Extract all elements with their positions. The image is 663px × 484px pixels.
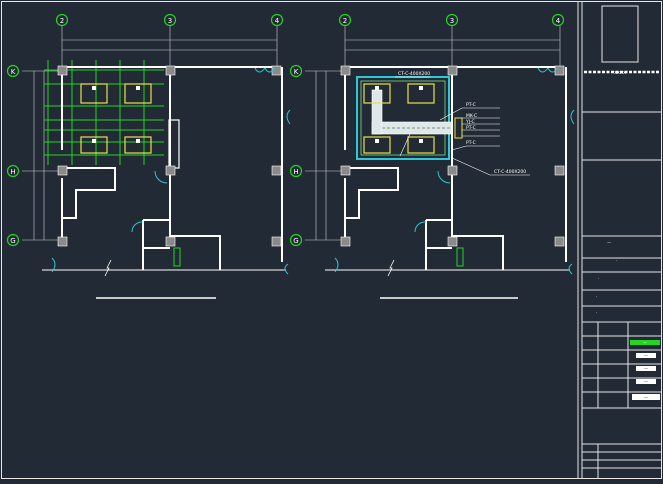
title-block-row-texts: — · · · · xyxy=(596,240,617,315)
svg-text:H: H xyxy=(293,168,298,176)
title-row-text-4: · xyxy=(596,294,597,299)
legend-item-1: — xyxy=(630,340,660,345)
right-floor-plan: CT-C-400X200 CT-C-400X200 PT-C MK-C YJ-C… xyxy=(289,13,575,299)
right-leader-lines xyxy=(395,76,530,176)
axis-bubble-right-row-k: K xyxy=(289,64,303,78)
axis-bubble-left-row-h: H xyxy=(6,164,20,178)
title-block-frame xyxy=(577,2,662,478)
annotation-note-3: YJ-C xyxy=(465,119,475,125)
svg-text:K: K xyxy=(11,68,16,76)
svg-text:3: 3 xyxy=(450,17,454,25)
svg-text:K: K xyxy=(294,68,299,76)
legend-item-5: — xyxy=(632,394,660,400)
right-dimension-lines-top xyxy=(344,26,561,66)
title-row-text-5: · xyxy=(596,310,597,315)
left-dimension-lines-top xyxy=(61,26,278,66)
right-light-centers xyxy=(375,86,423,143)
legend-item-3: — xyxy=(636,366,656,371)
svg-text:H: H xyxy=(10,168,15,176)
duct-label-top: CT-C-400X200 xyxy=(398,71,430,77)
svg-text:4: 4 xyxy=(275,17,280,25)
svg-text:3: 3 xyxy=(168,17,172,25)
left-light-centers xyxy=(92,86,140,143)
left-columns xyxy=(57,65,282,247)
svg-text:4: 4 xyxy=(556,17,561,25)
right-break-mark xyxy=(387,259,395,277)
legend-item-4: — xyxy=(636,379,656,384)
svg-text:—: — xyxy=(643,340,647,345)
axis-bubble-left-col-4: 4 xyxy=(270,13,284,27)
axis-bubble-right-col-4: 4 xyxy=(551,13,565,27)
right-equipment-unit xyxy=(454,117,463,139)
axis-bubble-left-col-3: 3 xyxy=(163,13,177,27)
annotation-note-1: PT-C xyxy=(466,102,476,108)
annotation-note-2: MK-C xyxy=(466,113,477,119)
axis-bubble-right-row-h: H xyxy=(289,164,303,178)
annotation-note-5: PT-C xyxy=(466,140,476,146)
right-small-fixture xyxy=(456,247,464,267)
svg-text:—: — xyxy=(644,366,648,371)
title-row-text-3: · xyxy=(598,276,599,281)
right-axis-bubbles: 2 3 4 K H G xyxy=(289,13,565,247)
title-block: xxxx — · · · · — — — — xyxy=(577,2,662,478)
left-doors xyxy=(51,67,291,275)
title-row-text-2: · xyxy=(616,258,617,263)
axis-bubble-left-row-k: K xyxy=(6,64,20,78)
svg-text:2: 2 xyxy=(343,17,347,25)
right-walls xyxy=(325,66,570,271)
svg-text:2: 2 xyxy=(60,17,64,25)
right-annotations: CT-C-400X200 CT-C-400X200 PT-C MK-C YJ-C… xyxy=(398,71,526,175)
axis-bubble-left-row-g: G xyxy=(6,233,20,247)
axis-bubble-right-row-g: G xyxy=(289,233,303,247)
svg-text:G: G xyxy=(293,237,298,245)
legend-item-2: — xyxy=(636,353,656,358)
left-small-fixture xyxy=(173,247,181,267)
right-duct-system xyxy=(356,76,453,160)
left-floor-plan: 2 3 4 K H G xyxy=(6,13,291,299)
svg-text:—: — xyxy=(644,379,648,384)
svg-text:G: G xyxy=(10,237,15,245)
axis-bubble-left-col-2: 2 xyxy=(55,13,69,27)
right-dimension-lines-side xyxy=(305,70,345,241)
axis-bubble-right-col-2: 2 xyxy=(338,13,352,27)
left-break-mark xyxy=(104,259,112,277)
left-walls xyxy=(42,66,286,271)
title-row-text-1: — xyxy=(607,240,611,245)
right-doors xyxy=(334,67,575,275)
svg-text:—: — xyxy=(644,395,648,400)
right-columns xyxy=(340,65,565,247)
annotation-note-4: PT-C xyxy=(466,125,476,131)
left-light-fixtures xyxy=(80,83,152,154)
right-light-fixtures xyxy=(363,83,435,154)
title-block-legend: — — — — — xyxy=(630,340,660,400)
svg-text:—: — xyxy=(644,353,648,358)
duct-label-right: CT-C-400X200 xyxy=(494,169,526,175)
axis-bubble-right-col-3: 3 xyxy=(445,13,459,27)
left-axis-bubbles: 2 3 4 K H G xyxy=(6,13,284,247)
